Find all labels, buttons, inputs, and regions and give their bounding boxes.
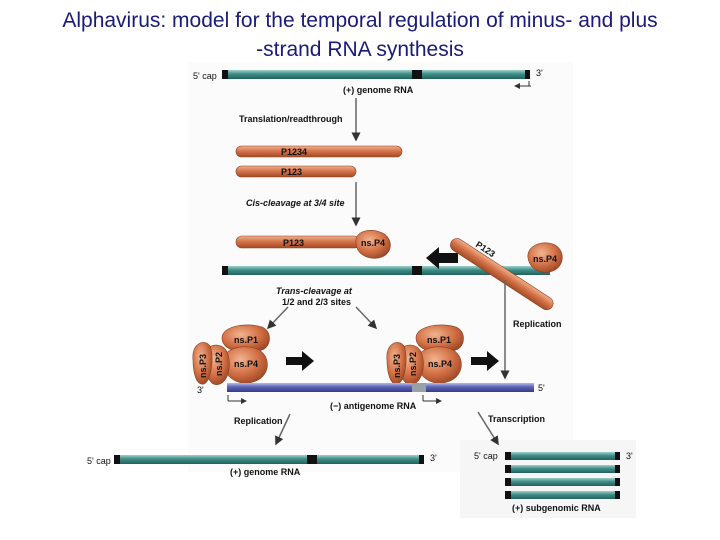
left-nsp3-label: ns.P3	[198, 354, 208, 378]
p123-polyprotein: P123	[235, 165, 357, 178]
subgenomic-rna: 5' cap 3' (+) subgenomic RNA	[474, 451, 633, 513]
p123-nsp4-complex: P123 ns.P4	[235, 230, 391, 259]
diag-nsp4-label: ns.P4	[533, 254, 557, 264]
trans-cleavage-label-1: Trans-cleavage at	[276, 286, 353, 296]
transcription-arrow	[477, 411, 499, 446]
trans-arrow-right	[355, 306, 378, 330]
complex-nsp4-label: ns.P4	[361, 238, 385, 248]
bottom-three-prime-label: 3'	[430, 453, 437, 463]
right-pointer-arrow-1	[286, 351, 314, 371]
left-nsp4-label: ns.P4	[234, 359, 258, 369]
antigenome-rna: 3' 5' (−) antigenome RNA	[197, 383, 545, 411]
subgenomic-label: (+) subgenomic RNA	[512, 503, 601, 513]
right-nsp2-label: ns.P2	[408, 352, 418, 376]
antigenome-five-prime-label: 5'	[538, 383, 545, 393]
bottom-genome-rna: 5' cap 3' (+) genome RNA	[87, 453, 437, 477]
cis-cleavage-label: Cis-cleavage at 3/4 site	[246, 198, 345, 208]
left-replication-complex: ns.P1 ns.P4 ns.P2 ns.P3	[192, 324, 270, 385]
right-nsp1-label: ns.P1	[427, 335, 451, 345]
p1234-label: P1234	[281, 147, 307, 157]
left-pointer-arrow	[426, 247, 458, 269]
right-nsp3-label: ns.P3	[392, 354, 402, 378]
slide-title: Alphavirus: model for the temporal regul…	[0, 6, 720, 64]
trans-arrow-left	[266, 306, 289, 330]
translation-label: Translation/readthrough	[239, 114, 343, 124]
top-genome-label: (+) genome RNA	[343, 85, 414, 95]
trans-cleavage-label-2: 1/2 and 2/3 sites	[282, 297, 351, 307]
left-nsp2-label: ns.P2	[214, 352, 224, 376]
subgenomic-five-prime-label: 5' cap	[474, 451, 498, 461]
top-five-prime-label: 5' cap	[193, 71, 217, 81]
bottom-five-prime-label: 5' cap	[87, 456, 111, 466]
bottom-genome-label: (+) genome RNA	[230, 467, 301, 477]
title-line-2: -strand RNA synthesis	[256, 38, 464, 61]
middle-genome-rna	[222, 266, 550, 275]
replication-right-label: Replication	[513, 319, 562, 329]
p1234-polyprotein: P1234	[235, 145, 403, 158]
antigenome-label: (−) antigenome RNA	[330, 401, 417, 411]
complex-p123-label: P123	[283, 238, 304, 248]
top-genome-rna: 5' cap 3' (+) genome RNA	[193, 68, 543, 95]
p123-label: P123	[281, 167, 302, 177]
right-pointer-arrow-2	[471, 351, 499, 371]
top-three-prime-label: 3'	[536, 68, 543, 78]
right-replication-complex: ns.P1 ns.P4 ns.P2 ns.P3	[386, 324, 464, 385]
right-nsp4-label: ns.P4	[428, 359, 452, 369]
antigenome-three-prime-label: 3'	[197, 385, 204, 395]
subgenomic-three-prime-label: 3'	[626, 451, 633, 461]
replication-bottom-label: Replication	[234, 416, 283, 426]
title-line-1: Alphavirus: model for the temporal regul…	[62, 9, 658, 32]
transcription-label: Transcription	[488, 414, 545, 424]
replication-arrow-bottom	[275, 413, 291, 446]
left-nsp1-label: ns.P1	[234, 335, 258, 345]
